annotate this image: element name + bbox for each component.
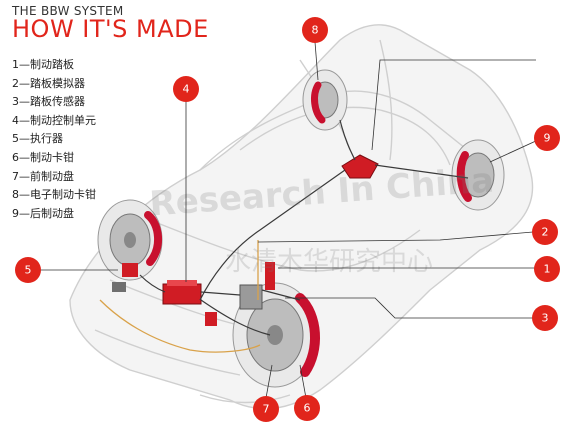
rear-right-wheel: [451, 139, 505, 211]
system-title: THE BBW SYSTEM: [12, 4, 124, 18]
legend-item: 2—踏板模拟器: [12, 76, 85, 90]
svg-text:2: 2: [542, 226, 549, 239]
svg-text:1: 1: [544, 263, 551, 276]
callout-1: 1: [534, 256, 560, 282]
front-right-wheel: [232, 282, 320, 388]
svg-text:3: 3: [542, 312, 549, 325]
legend-item: 3—踏板传感器: [12, 95, 85, 109]
actuator: [112, 263, 138, 292]
legend-item: 1—制动踏板: [12, 58, 74, 71]
svg-text:9: 9: [544, 132, 551, 145]
rear-control-module: [341, 154, 379, 179]
legend-item: 5—执行器: [12, 132, 63, 146]
svg-text:4: 4: [183, 83, 190, 96]
legend-item: 4—制动控制单元: [12, 113, 96, 127]
rear-left-wheel: [302, 69, 348, 131]
pedal-assembly: [205, 262, 275, 326]
legend-item: 7—前制动盘: [12, 169, 74, 183]
watermark-chinese: 水清木华研究中心: [225, 247, 433, 277]
brake-wiring: [139, 119, 469, 336]
callout-leader-lines: [40, 41, 540, 399]
callout-3: 3: [532, 305, 558, 331]
legend-item: 8—电子制动卡钳: [12, 188, 96, 202]
component-legend: 1—制动踏板 2—踏板模拟器 3—踏板传感器 4—制动控制单元 5—执行器 6—…: [12, 56, 96, 223]
svg-text:7: 7: [263, 403, 270, 416]
callout-4: 4: [173, 76, 199, 102]
brake-control-unit: [162, 280, 202, 305]
svg-text:8: 8: [312, 24, 319, 37]
front-left-wheel: [97, 199, 163, 281]
wiring-harness: [99, 240, 261, 353]
callout-2: 2: [532, 219, 558, 245]
callout-6: 6: [294, 395, 320, 421]
svg-text:5: 5: [25, 264, 32, 277]
headline: HOW IT'S MADE: [12, 15, 209, 43]
callout-8: 8: [302, 17, 328, 43]
legend-item: 6—制动卡钳: [12, 150, 74, 164]
legend-item: 9—后制动盘: [12, 206, 74, 220]
callout-7: 7: [253, 396, 279, 422]
callout-5: 5: [15, 257, 41, 283]
callout-9: 9: [534, 125, 560, 151]
svg-text:6: 6: [304, 402, 311, 415]
